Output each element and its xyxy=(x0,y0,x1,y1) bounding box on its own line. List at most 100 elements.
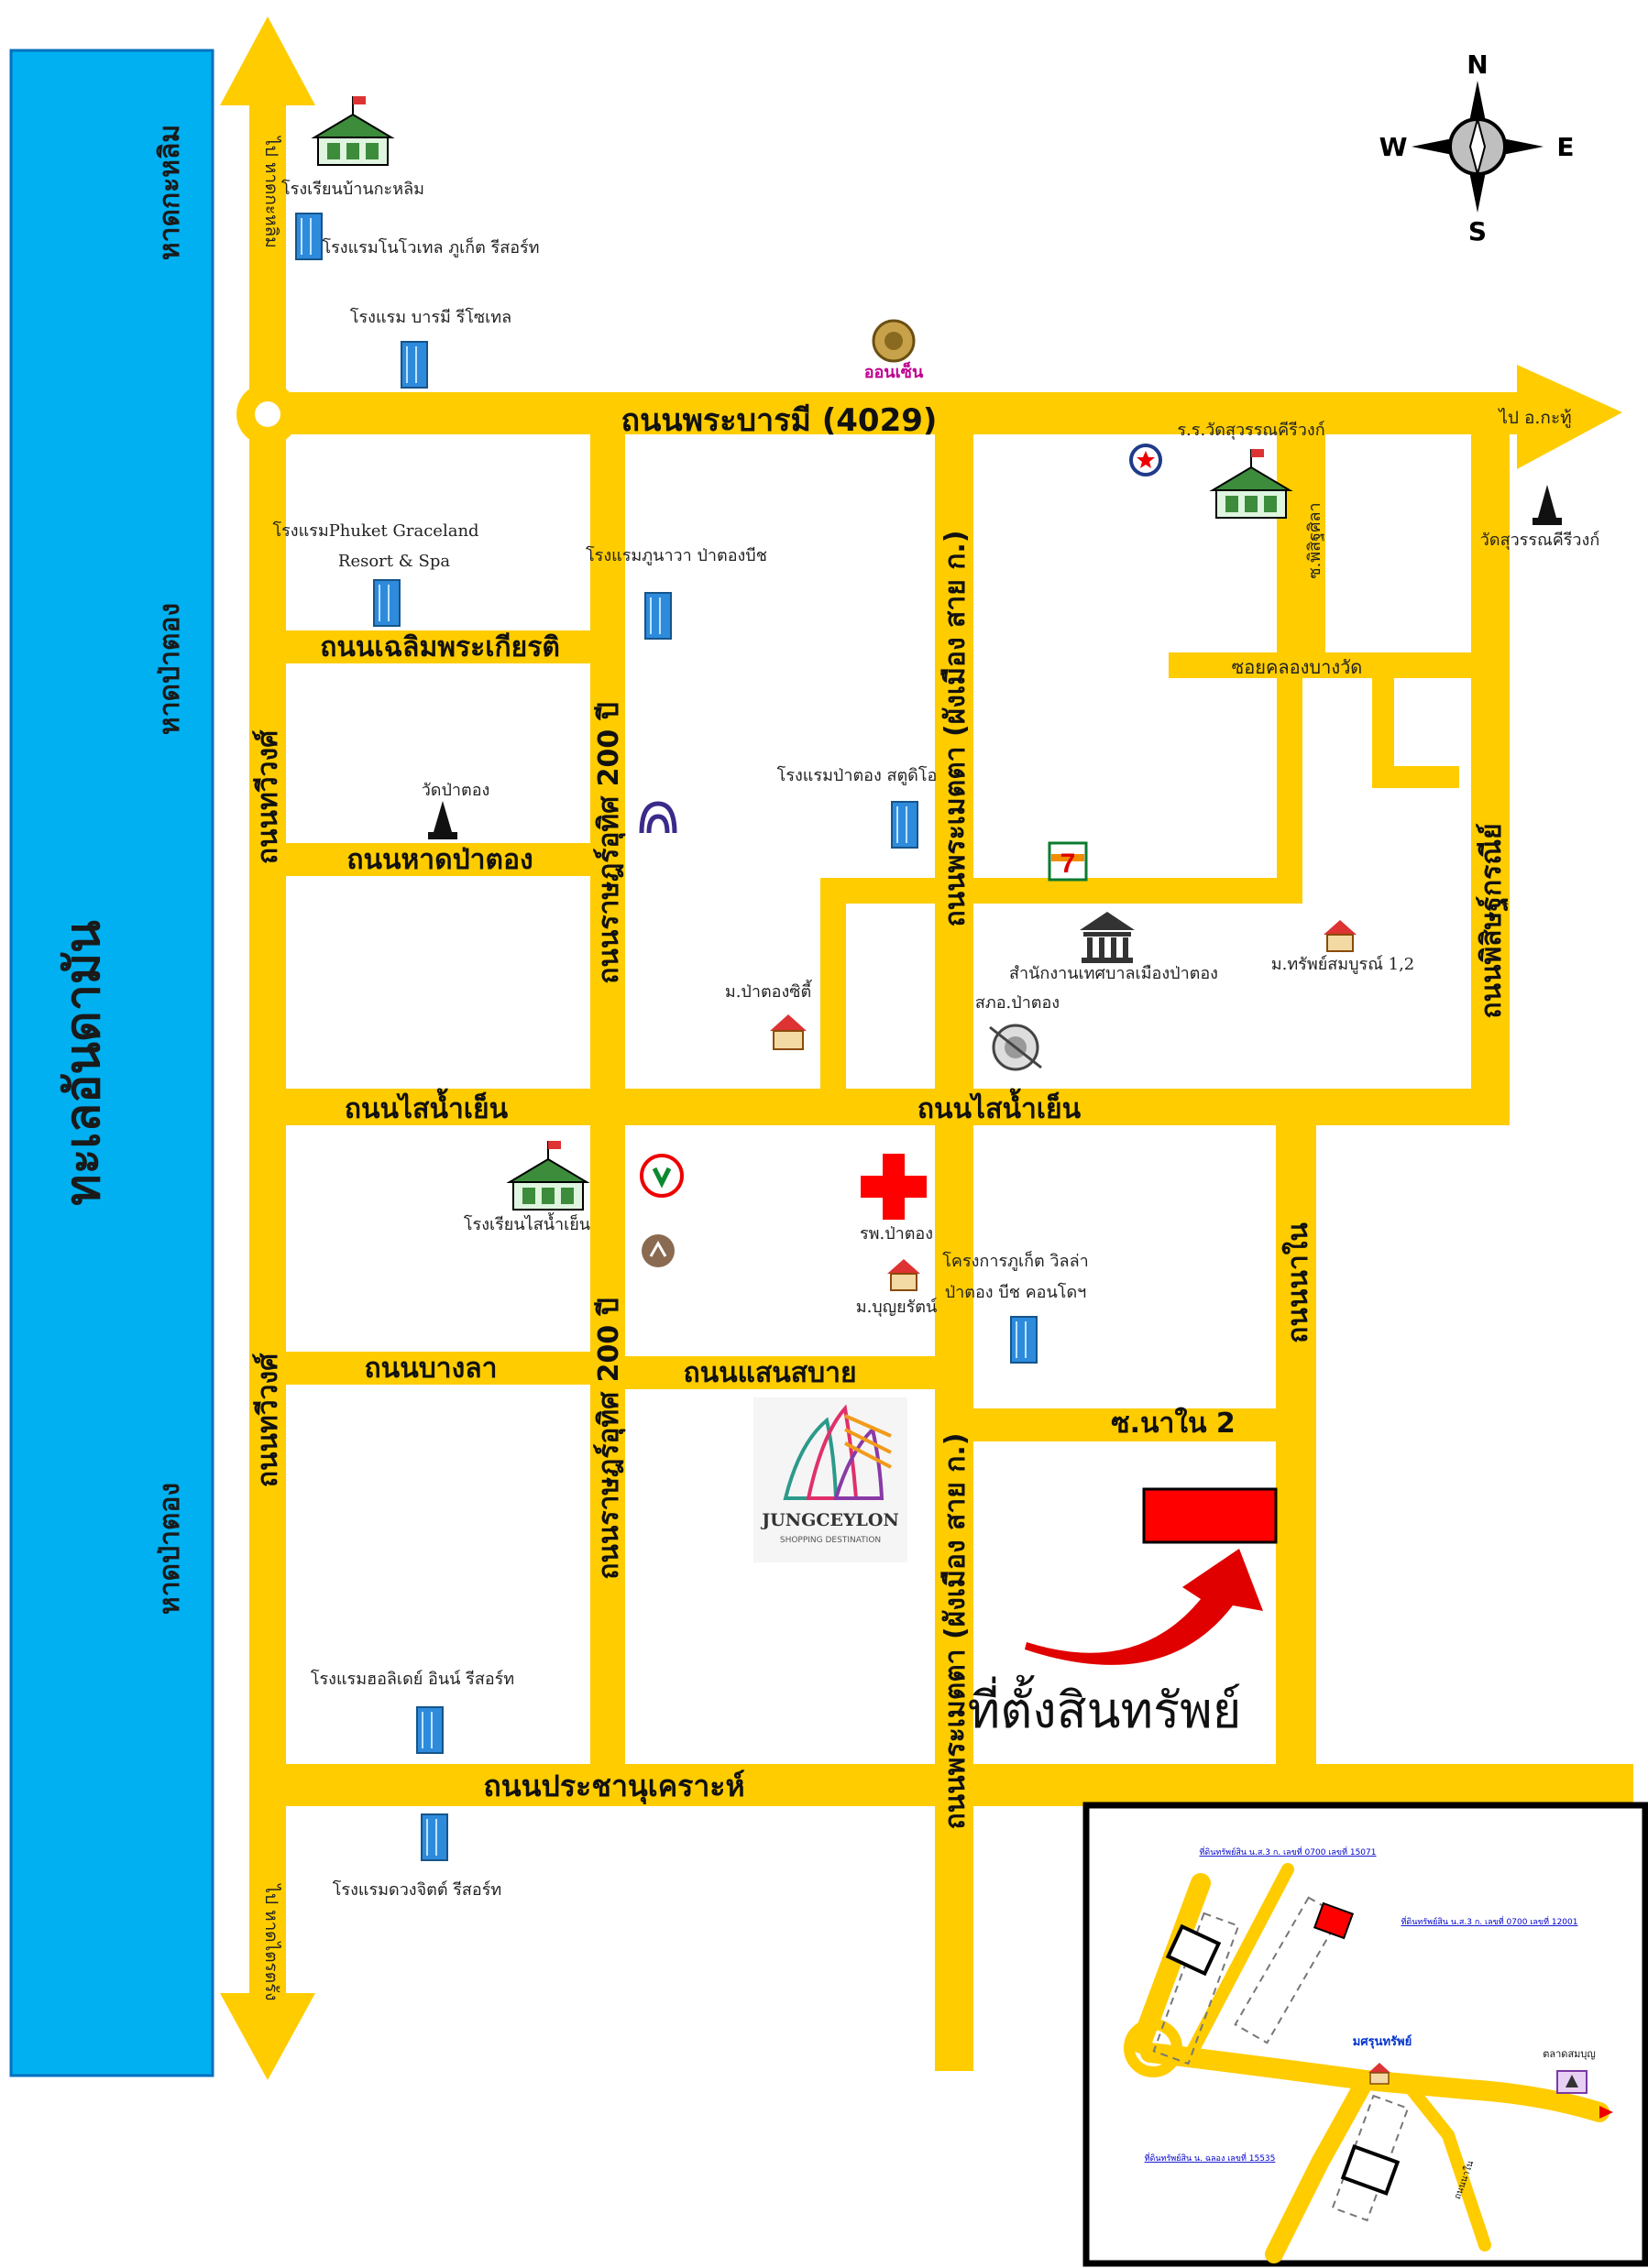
property-arrow xyxy=(1025,1549,1263,1665)
market-icon xyxy=(1556,2070,1588,2094)
label-ratuthit-north: ถนนราษฎร์อุทิศ 200 ปี xyxy=(593,702,626,984)
seven-eleven-icon: 7 xyxy=(1048,841,1088,882)
label-nanai: ถนนนาใน xyxy=(1281,1222,1314,1343)
inset-label-mid: ที่ดินทรัพย์สิน น.ส.3 ก. เลขที่ 0700 เลข… xyxy=(1401,1915,1577,1927)
hotel-icon xyxy=(421,1813,448,1861)
inset-plot-box-1 xyxy=(1165,1923,1222,1977)
label-hospital: รพ.ป่าตอง xyxy=(860,1224,933,1244)
road-phisit-koranee xyxy=(1471,431,1510,1125)
hospital-icon xyxy=(861,1154,927,1220)
compass-rose: N S E W xyxy=(1379,49,1575,247)
temple-icon xyxy=(428,801,457,839)
road-thawewong xyxy=(249,92,286,2007)
inset-plot-box-2 xyxy=(1340,2143,1401,2197)
school-icon xyxy=(311,96,395,166)
label-prachanukhro: ถนนประชานุเคราะห์ xyxy=(483,1769,744,1805)
road-chaloem xyxy=(268,630,607,663)
label-police: สภอ.ป่าตอง xyxy=(975,993,1060,1013)
label-soi-khlong: ซอยคลองบางวัด xyxy=(1232,656,1363,678)
label-nanai-2: ซ.นาใน 2 xyxy=(1111,1407,1236,1440)
label-sai-nam-yen-west: ถนนไสน้ำเย็น xyxy=(345,1088,509,1125)
compass-w: W xyxy=(1379,132,1408,162)
label-bangla: ถนนบางลา xyxy=(365,1353,498,1385)
beach-label-patong-north: หาดป่าตอง xyxy=(154,603,186,735)
label-ratuthit-south: ถนนราษฎร์อุทิศ 200 ปี xyxy=(593,1298,626,1580)
school-icon xyxy=(1209,449,1293,519)
label-school-wat: ร.ร.วัดสุวรรณคีรีวงก์ xyxy=(1177,421,1324,440)
beach-label-kalim: หาดกะหลิม xyxy=(154,125,186,260)
label-temple-patong: วัดป่าตอง xyxy=(422,781,490,800)
label-saen-sabai: ถนนแสนสบาย xyxy=(683,1357,856,1389)
bank-icon xyxy=(639,801,677,834)
label-to-karon: ไป หาดไตรตรัง xyxy=(261,1882,281,2000)
hotel-icon xyxy=(401,341,428,389)
label-sai-nam-yen-east: ถนนไสน้ำเย็น xyxy=(917,1088,1082,1125)
label-hotel-graceland-2: Resort & Spa xyxy=(338,552,450,571)
road-inner-loop xyxy=(820,878,1299,904)
label-condo-2: ป่าตอง บีช คอนโดฯ xyxy=(945,1282,1087,1302)
andaman-sea: ทะเลอันดามัน หาดกะหลิม หาดป่าตอง หาดป่าต… xyxy=(9,49,214,2077)
road-labels: ถนนพระบารมี (4029) ถนนเฉลิมพระเกียรติ ถน… xyxy=(252,135,1572,2000)
label-phrametta-south: ถนนพระเมตตา (ผังเมือง สาย ก.) xyxy=(939,1433,972,1830)
compass-n: N xyxy=(1467,49,1488,80)
road-saen-sabai xyxy=(607,1356,955,1389)
inset-map: ที่ดินทรัพย์สิน น.ส.3 ก. เลขที่ 0700 เลข… xyxy=(1082,1802,1648,2267)
inset-label-bottom: ที่ดินทรัพย์สิน น. ฉลอง เลขที่ 15535 xyxy=(1145,2152,1276,2164)
label-hotel-holiday: โรงแรมฮอลิเดย์ อินน์ รีสอร์ท xyxy=(311,1669,514,1689)
road-nanai-2 xyxy=(973,1408,1296,1441)
label-chaloem: ถนนเฉลิมพระเกียรติ xyxy=(320,631,560,663)
label-condo-1: โครงการภูเก็ต วิลล่า xyxy=(942,1250,1088,1271)
road-phrabarami xyxy=(249,392,1533,434)
seven-eleven-label: 7 xyxy=(1060,849,1076,879)
onsen-icon xyxy=(872,319,916,363)
jungceylon-logo: JUNGCEYLON SHOPPING DESTINATION xyxy=(753,1397,907,1562)
jungceylon-sub: SHOPPING DESTINATION xyxy=(780,1536,881,1545)
gas-station-icon xyxy=(1129,444,1162,477)
government-icon xyxy=(1080,912,1135,963)
label-hotel-novotel: โรงแรมโนโวเทล ภูเก็ต รีสอร์ท xyxy=(322,236,539,257)
inset-village: มศรุนทรัพย์ xyxy=(1353,2034,1412,2049)
label-school-kalim: โรงเรียนบ้านกะหลิม xyxy=(281,179,424,199)
inset-property-box xyxy=(1313,1901,1355,1940)
label-school-sainamyen: โรงเรียนไสน้ำเย็น xyxy=(464,1212,590,1234)
hotel-icon xyxy=(295,213,323,260)
label-soi-phisitsri: ซ.พิสิฐศิลา xyxy=(1305,502,1324,578)
label-village-patong-city: ม.ป่าตองซิตี้ xyxy=(725,980,813,1002)
property-label: ที่ตั้งสินทรัพย์ xyxy=(968,1675,1242,1739)
property-box xyxy=(1142,1487,1278,1544)
label-village-bunyarat: ม.บุญยรัตน์ xyxy=(856,1298,938,1317)
label-thawewong-north: ถนนทวีวงศ์ xyxy=(252,729,284,864)
school-icon xyxy=(506,1141,590,1211)
house-icon xyxy=(1368,2063,1390,2085)
scb-icon xyxy=(642,1234,675,1267)
label-phrametta-north: ถนนพระเมตตา (ผังเมือง สาย ก.) xyxy=(939,531,972,927)
hotel-icon xyxy=(416,1706,444,1754)
road-soi-phisitsri xyxy=(1302,431,1325,678)
label-hat-patong: ถนนหาดป่าตอง xyxy=(346,844,533,876)
hotel-icon xyxy=(1010,1316,1038,1364)
police-icon xyxy=(989,1024,1042,1071)
label-hotel-phunava: โรงแรมภูนาวา ป่าตองบีช xyxy=(586,545,767,565)
label-phisit-koranee: ถนนพิสิษฐ์กรณีย์ xyxy=(1476,823,1510,1018)
house-icon xyxy=(1324,920,1357,952)
kbank-icon xyxy=(640,1154,684,1198)
label-hotel-duangjit: โรงแรมดวงจิตต์ รีสอร์ท xyxy=(333,1879,502,1900)
hotel-icon xyxy=(891,801,918,849)
property-marker: ที่ตั้งสินทรัพย์ xyxy=(968,1487,1278,1739)
road-soi-khlong xyxy=(1169,652,1494,678)
jungceylon-label: JUNGCEYLON xyxy=(760,1510,899,1530)
house-icon xyxy=(887,1259,920,1291)
road-prachanukhro xyxy=(268,1764,1633,1806)
temple-icon xyxy=(1533,485,1562,525)
label-phrabarami: ถนนพระบารมี (4029) xyxy=(621,402,938,439)
arrow-east-phrabarami xyxy=(1517,365,1622,469)
label-temple-suwan: วัดสุวรรณคีรีวงก์ xyxy=(1480,531,1599,550)
inset-label-top: ที่ดินทรัพย์สิน น.ส.3 ก. เลขที่ 0700 เลข… xyxy=(1199,1846,1376,1857)
label-thawewong-south: ถนนทวีวงศ์ xyxy=(252,1353,284,1487)
sea-label: ทะเลอันดามัน xyxy=(56,920,111,1206)
road-hat-patong xyxy=(268,843,607,876)
label-village-sub: ม.ทรัพย์สมบูรณ์ 1,2 xyxy=(1271,955,1415,974)
road-bangla xyxy=(268,1352,607,1385)
house-icon xyxy=(770,1014,807,1050)
